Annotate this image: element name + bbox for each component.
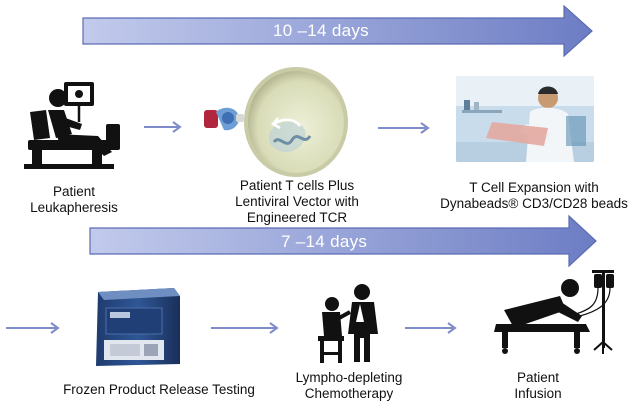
bottom-timeline-label: 7 –14 days [281, 232, 368, 251]
flow-arrow-4 [211, 322, 279, 334]
caption-transduction: Patient T cells Plus Lentiviral Vector w… [235, 178, 359, 225]
caption-leukapheresis: Patient Leukapheresis [30, 184, 118, 215]
caption-release-testing: Frozen Product Release Testing [63, 382, 255, 397]
top-timeline-arrow [82, 4, 593, 58]
bottom-timeline-arrow [89, 214, 597, 268]
flow-arrow-5 [405, 322, 457, 334]
t-cell-vector-icon [204, 67, 348, 177]
flow-arrow-3 [6, 322, 60, 334]
flow-arrow-2 [378, 122, 430, 134]
doctor-patient-icon [318, 284, 378, 363]
top-timeline-label: 10 –14 days [273, 21, 369, 40]
caption-infusion: Patient Infusion [514, 370, 562, 401]
caption-expansion: T Cell Expansion with Dynabeads® CD3/CD2… [440, 180, 628, 211]
patient-infusion-icon [494, 270, 614, 354]
patient-leukapheresis-icon [24, 82, 120, 169]
flow-arrow-1 [144, 121, 182, 133]
caption-chemotherapy: Lympho-depleting Chemotherapy [295, 370, 403, 401]
flow-cytometer-photo [96, 288, 180, 366]
lab-scientist-photo [456, 76, 594, 162]
